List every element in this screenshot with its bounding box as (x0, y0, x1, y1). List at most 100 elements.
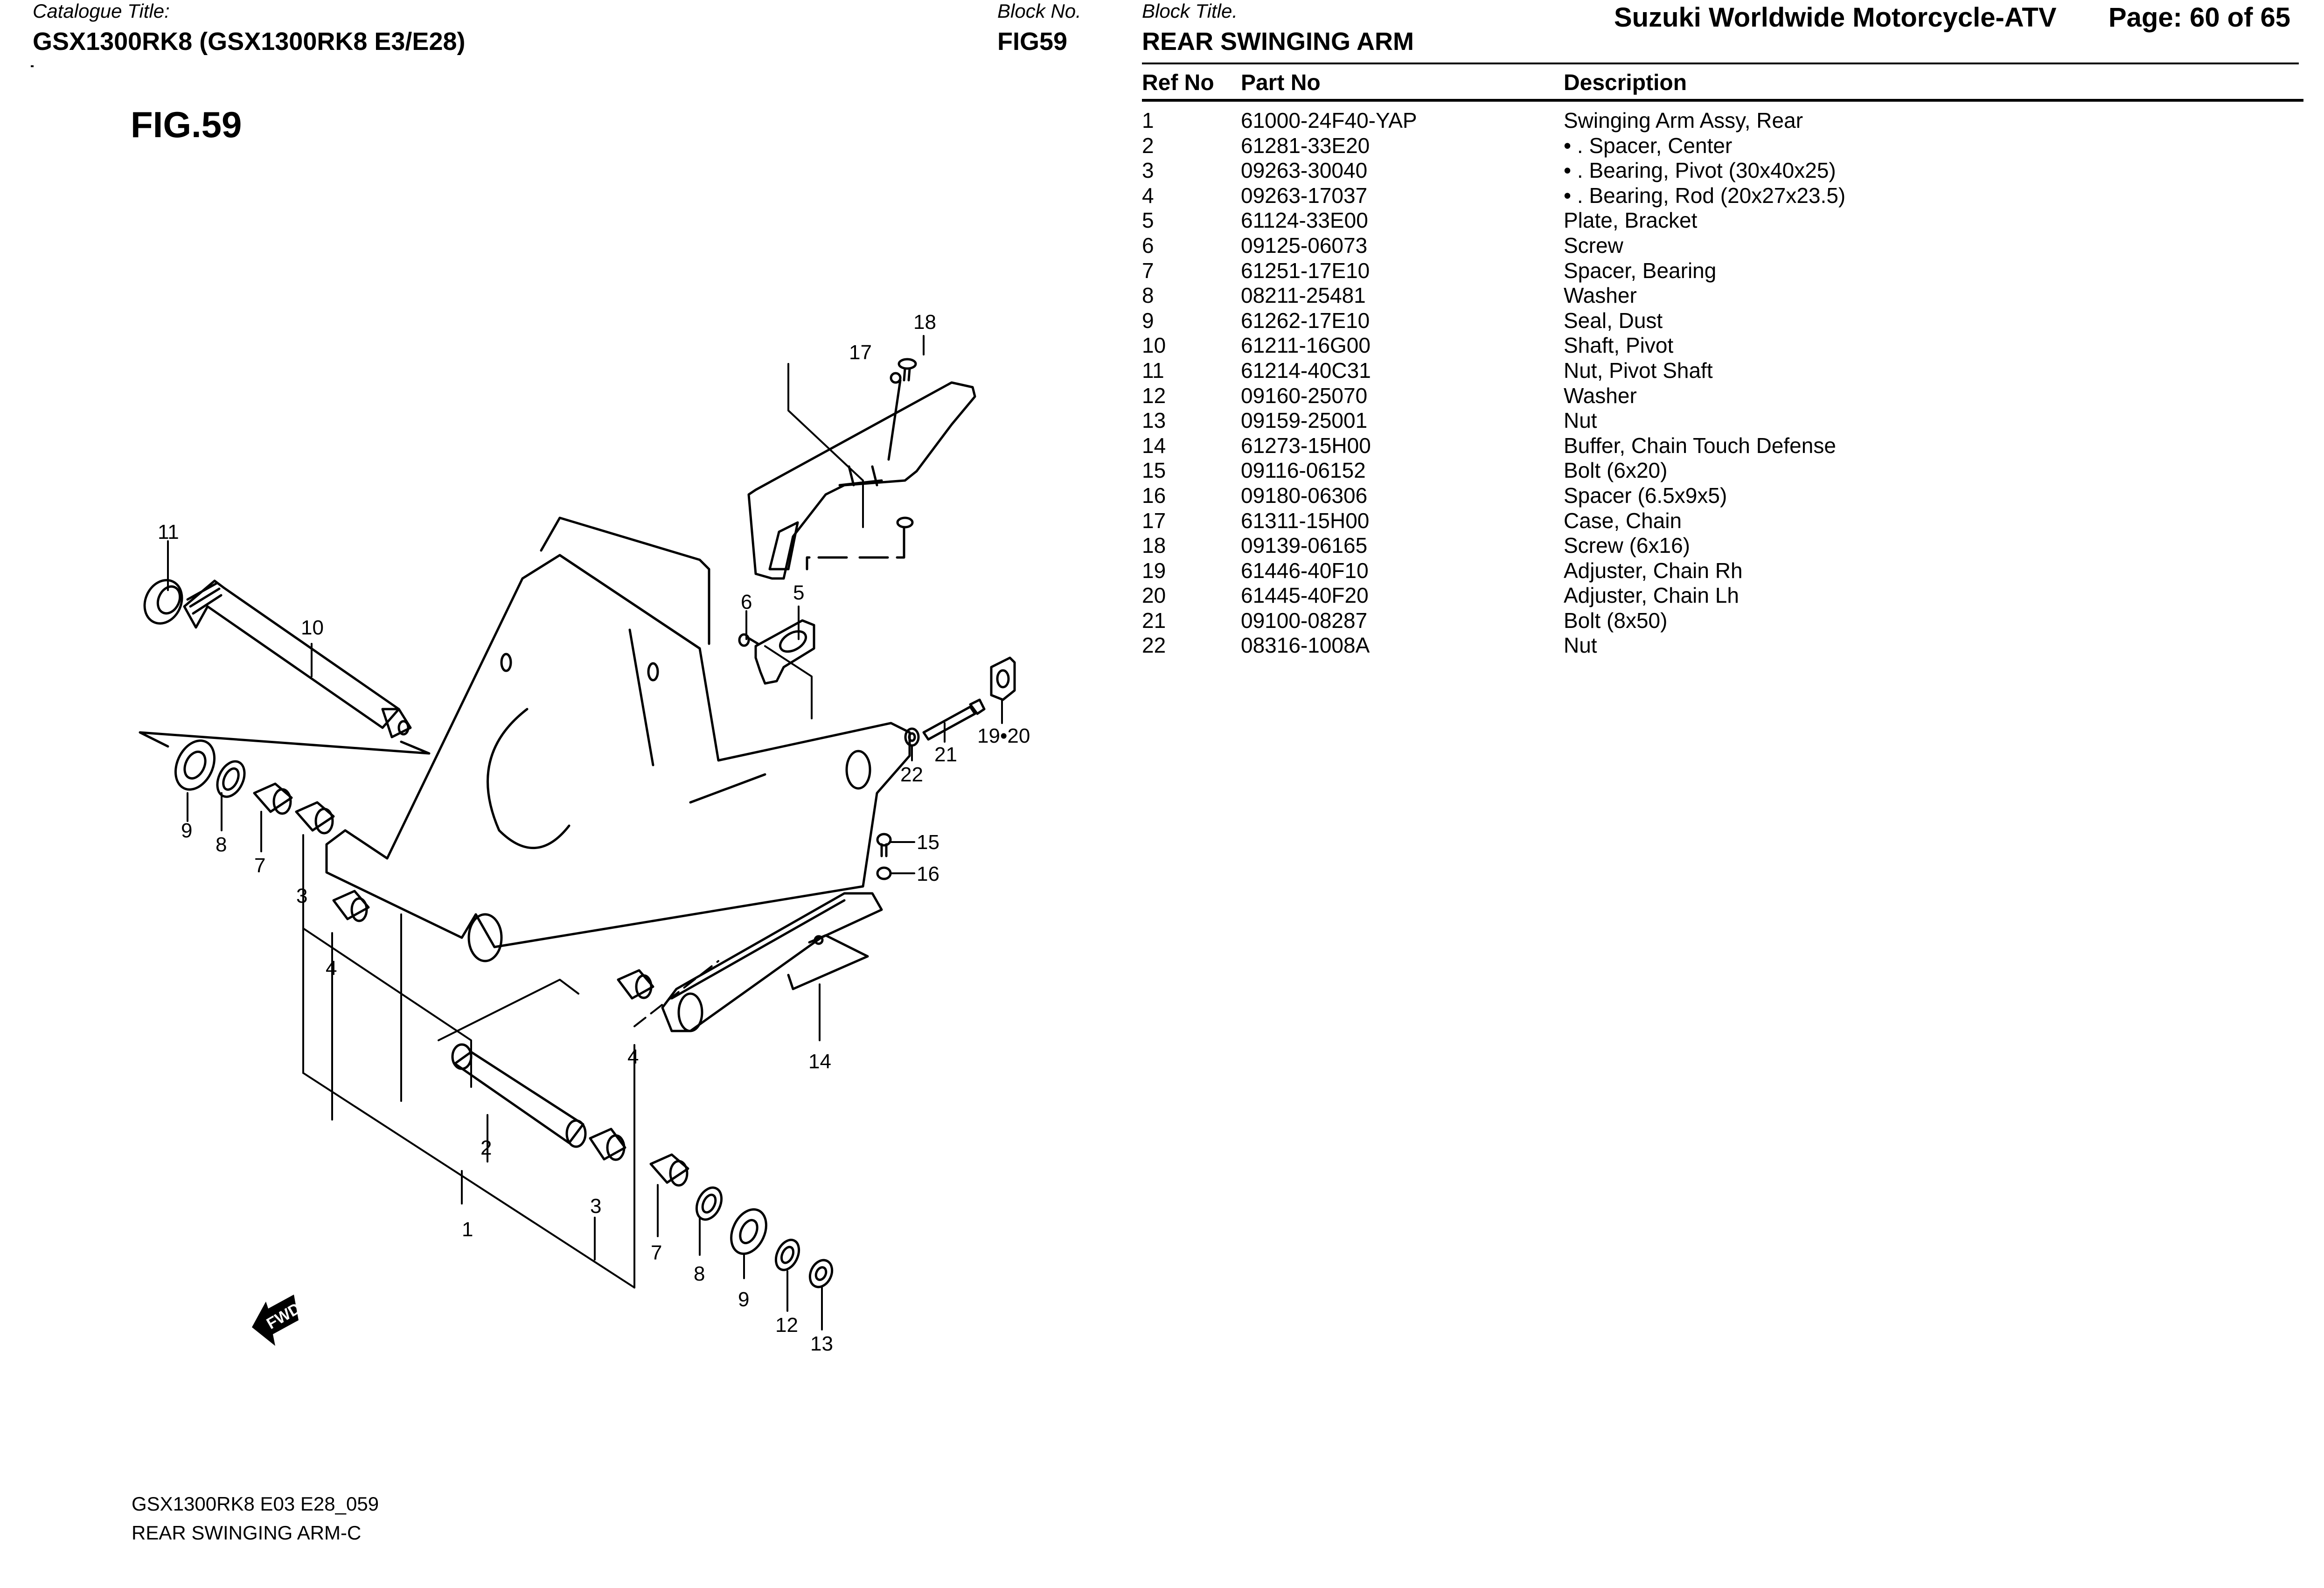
part-3-bearing-lower (589, 1128, 626, 1161)
part-10-pivot-shaft (183, 579, 412, 738)
callout-14: 14 (808, 1050, 831, 1073)
description-cell: Buffer, Chain Touch Defense (1564, 433, 1836, 458)
part-no-cell: 61445-40F20 (1241, 583, 1369, 608)
part-3-bearing-upper (295, 801, 335, 835)
description-cell: Adjuster, Chain Rh (1564, 558, 1743, 583)
block-title: REAR SWINGING ARM (1142, 28, 1414, 56)
part-8-washer-right (695, 1186, 723, 1221)
part-no-cell: 61251-17E10 (1241, 258, 1370, 283)
table-row: 6 09125-06073 Screw (1142, 233, 2303, 258)
brand-name: Suzuki Worldwide Motorcycle-ATV (1614, 2, 2057, 33)
description-cell: Screw (1564, 233, 1623, 258)
block-no-label: Block No. (997, 0, 1081, 22)
callout-3b: 3 (590, 1195, 601, 1218)
callout-labels: 1 2 3 3 3 4 4 4 5 6 7 7 8 8 9 9 10 11 12… (158, 311, 1030, 1355)
ref-no-cell: 16 (1142, 483, 1166, 508)
table-row: 7 61251-17E10 Spacer, Bearing (1142, 258, 2303, 284)
description-cell: Shaft, Pivot (1564, 333, 1674, 358)
part-no-cell: 61211-16G00 (1241, 333, 1371, 358)
col-header-desc: Description (1564, 70, 1687, 95)
part-8-washer-left (216, 760, 246, 798)
ref-no-cell: 21 (1142, 608, 1166, 633)
fwd-arrow-icon: FWD (252, 1295, 304, 1346)
description-cell: • . Bearing, Pivot (30x40x25) (1564, 158, 1836, 183)
part-16-spacer (876, 866, 892, 880)
part-9-dust-seal-right (730, 1208, 767, 1255)
part-4-bearing-upper-left (332, 890, 370, 922)
part-15-bolt (876, 833, 892, 857)
part-no-cell: 09180-06306 (1241, 483, 1368, 508)
callout-15: 15 (917, 831, 939, 854)
description-cell: Spacer, Bearing (1564, 258, 1717, 283)
part-9-dust-seal-left (174, 739, 216, 791)
ref-no-cell: 3 (1142, 158, 1154, 183)
ref-no-cell: 18 (1142, 533, 1166, 558)
callout-1: 1 (462, 1218, 473, 1241)
part-no-cell: 09125-06073 (1241, 233, 1368, 258)
part-18-screws (806, 358, 917, 571)
ref-no-cell: 7 (1142, 258, 1154, 283)
ref-no-cell: 22 (1142, 633, 1166, 658)
part-7-spacer-left (253, 782, 293, 815)
ref-no-cell: 15 (1142, 458, 1166, 483)
description-cell: • . Spacer, Center (1564, 133, 1733, 158)
callout-11: 11 (158, 521, 179, 543)
part-17-chain-case (747, 381, 976, 580)
leader-lines (167, 335, 1003, 1330)
description-cell: Nut (1564, 633, 1597, 658)
page-indicator: Page: 60 of 65 (2108, 2, 2291, 33)
description-cell: Adjuster, Chain Lh (1564, 583, 1739, 608)
part-no-cell: 61214-40C31 (1241, 358, 1371, 383)
part-1-swing-arm (325, 516, 911, 962)
part-no-cell: 61446-40F10 (1241, 558, 1369, 583)
description-cell: Bolt (8x50) (1564, 608, 1668, 633)
ref-no-cell: 6 (1142, 233, 1154, 258)
description-cell: Swinging Arm Assy, Rear (1564, 108, 1803, 132)
block-no: FIG59 (997, 28, 1068, 56)
callout-2: 2 (480, 1136, 492, 1159)
description-cell: • . Bearing, Rod (20x27x23.5) (1564, 183, 1846, 208)
callout-21: 21 (934, 743, 957, 766)
part-4-bearing-right (617, 969, 654, 1000)
part-22-nut (904, 727, 920, 747)
callout-8b: 8 (694, 1262, 705, 1285)
description-cell: Washer (1564, 283, 1637, 308)
axis-line-left (139, 731, 431, 755)
description-cell: Spacer (6.5x9x5) (1564, 483, 1727, 508)
figure-caption-title: REAR SWINGING ARM-C (132, 1522, 362, 1544)
part-no-cell: 09139-06165 (1241, 533, 1368, 558)
ref-no-cell: 20 (1142, 583, 1166, 608)
callout-16: 16 (917, 863, 939, 885)
description-cell: Plate, Bracket (1564, 208, 1698, 233)
figure-caption-code: GSX1300RK8 E03 E28_059 (132, 1493, 379, 1515)
callout-8a: 8 (216, 833, 227, 856)
table-row: 20 61445-40F20 Adjuster, Chain Lh (1142, 583, 2303, 608)
callout-7a: 7 (254, 854, 265, 877)
callout-4b: 4 (627, 1045, 639, 1068)
ref-no-cell: 2 (1142, 133, 1154, 158)
table-row: 16 09180-06306 Spacer (6.5x9x5) (1142, 483, 2303, 508)
callout-5: 5 (793, 581, 804, 604)
part-no-cell: 09116-06152 (1241, 458, 1366, 483)
catalogue-title-label: Catalogue Title: (33, 0, 170, 22)
part-no-cell: 09159-25001 (1241, 408, 1368, 433)
part-no-cell: 61262-17E10 (1241, 308, 1370, 333)
description-cell: Nut (1564, 408, 1597, 433)
ref-no-cell: 9 (1142, 308, 1154, 333)
part-5-bracket-plate (754, 619, 815, 685)
stray-mark (31, 65, 34, 67)
ref-no-cell: 12 (1142, 383, 1166, 408)
part-no-cell: 61000-24F40-YAP (1241, 108, 1417, 132)
